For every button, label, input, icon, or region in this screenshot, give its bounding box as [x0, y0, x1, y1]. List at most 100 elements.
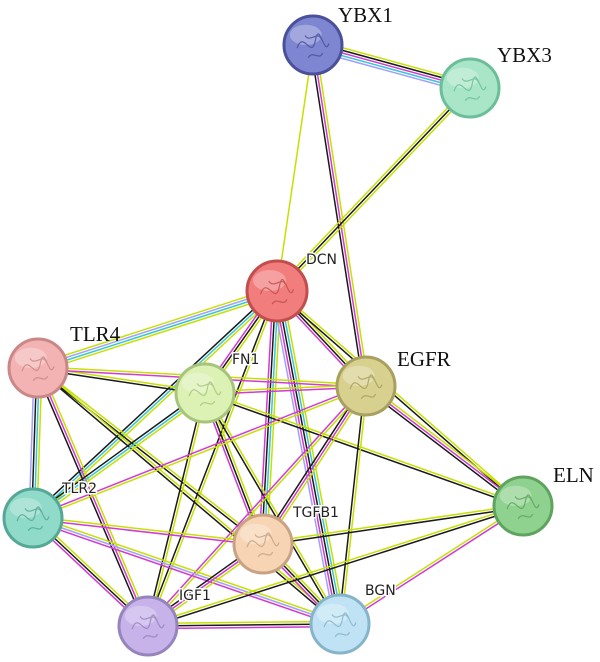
- edge-line-experiments: [312, 44, 367, 387]
- node-label-tgfb1: TGFB1: [292, 505, 339, 521]
- node-circle[interactable]: [232, 513, 294, 575]
- node-tlr4[interactable]: [7, 337, 69, 399]
- edge-line-coexpression: [276, 87, 471, 292]
- edge-line-textmining: [264, 386, 369, 547]
- edge-fn1-igf1: [145, 391, 208, 628]
- node-circle[interactable]: [282, 14, 344, 76]
- edge-line-coexpression: [203, 393, 524, 508]
- node-igf1[interactable]: [117, 595, 179, 657]
- edge-line-coexpression: [145, 391, 205, 627]
- node-label-ybx3: YBX3: [497, 43, 552, 67]
- edge-line-textmining: [340, 385, 369, 625]
- edge-line-databases: [278, 289, 344, 625]
- node-highlight: [342, 365, 375, 386]
- edge-line-textmining: [314, 43, 370, 387]
- node-layer: [2, 14, 554, 657]
- edge-line-textmining: [38, 293, 279, 373]
- edge-line-textmining: [33, 514, 342, 623]
- node-label-fn1: FN1: [232, 352, 259, 368]
- edge-line-textmining: [366, 383, 526, 505]
- node-dcn[interactable]: [245, 259, 309, 323]
- node-eln[interactable]: [492, 475, 554, 537]
- node-ybx3[interactable]: [439, 57, 501, 119]
- edge-line-experiments: [31, 519, 340, 628]
- edge-fn1-eln: [203, 391, 525, 508]
- edge-line-textmining: [274, 85, 469, 290]
- node-circle[interactable]: [117, 595, 179, 657]
- edge-line-textmining: [276, 44, 314, 292]
- protein-structure-icon: [349, 374, 383, 400]
- node-circle[interactable]: [335, 355, 397, 417]
- edge-egfr-eln: [363, 383, 526, 509]
- edge-line-databases: [32, 290, 278, 519]
- edge-fn1-tlr2: [30, 390, 208, 521]
- protein-structure-icon: [506, 494, 540, 520]
- edge-line-experiments: [365, 385, 524, 507]
- edge-line-textmining: [277, 289, 525, 506]
- edge-line-coexpression: [260, 383, 365, 544]
- edge-dcn-tlr4: [36, 286, 279, 373]
- edge-line-textmining: [32, 386, 368, 520]
- edge-line-experiments: [31, 384, 367, 518]
- node-highlight: [316, 603, 349, 624]
- node-bgn[interactable]: [309, 593, 371, 655]
- edge-line-coexpression: [147, 623, 341, 627]
- edge-line-homology: [32, 517, 341, 625]
- node-highlight: [181, 372, 214, 393]
- edge-line-experiments: [32, 518, 264, 547]
- edge-line-coexpression: [30, 288, 276, 517]
- edge-tlr2-bgn: [31, 514, 342, 628]
- edge-bgn-eln: [338, 504, 525, 626]
- edge-line-coexpression: [34, 368, 147, 628]
- node-circle[interactable]: [2, 487, 64, 549]
- edge-line-experiments: [258, 290, 274, 545]
- edge-line-textmining: [38, 366, 265, 544]
- node-highlight: [9, 497, 42, 518]
- node-label-egfr: EGFR: [397, 347, 451, 371]
- edge-line-textmining: [205, 391, 342, 625]
- node-highlight: [14, 347, 47, 368]
- edge-line-coexpression: [30, 390, 205, 517]
- node-label-bgn: BGN: [365, 583, 396, 599]
- protein-structure-icon: [323, 612, 357, 638]
- node-circle[interactable]: [7, 337, 69, 399]
- edge-line-textmining: [266, 290, 282, 545]
- node-label-tlr2: TLR2: [61, 481, 97, 497]
- edge-line-experiments: [262, 385, 367, 545]
- node-ybx1[interactable]: [282, 14, 344, 76]
- edge-ybx1-egfr: [309, 43, 370, 388]
- edge-line-textmining: [33, 394, 208, 521]
- node-egfr[interactable]: [335, 355, 397, 417]
- edge-line-coexpression: [203, 392, 340, 626]
- node-circle[interactable]: [174, 362, 236, 424]
- edge-dcn-tlr2: [30, 288, 280, 521]
- edge-line-experiments: [146, 384, 366, 626]
- edge-egfr-bgn: [337, 385, 369, 625]
- edge-line-textmining: [338, 504, 524, 624]
- node-label-igf1: IGF1: [179, 588, 211, 604]
- edge-line-homology: [36, 289, 278, 368]
- edge-line-coexpression: [147, 506, 525, 628]
- node-circle[interactable]: [309, 593, 371, 655]
- protein-structure-icon: [259, 278, 295, 305]
- node-circle[interactable]: [245, 259, 309, 323]
- edge-fn1-bgn: [203, 391, 342, 626]
- edge-ybx3-dcn: [274, 85, 473, 294]
- edge-line-databases: [32, 392, 206, 519]
- node-highlight: [253, 270, 286, 291]
- node-circle[interactable]: [492, 475, 554, 537]
- node-tgfb1[interactable]: [232, 513, 294, 575]
- edge-line-textmining: [148, 386, 368, 628]
- edge-line-experiments: [37, 367, 149, 627]
- edge-tgfb1-eln: [262, 503, 524, 547]
- edge-line-experiments: [273, 290, 339, 626]
- edge-line-textmining: [147, 620, 341, 625]
- protein-structure-icon: [16, 506, 50, 532]
- node-label-eln: ELN: [553, 463, 594, 487]
- node-fn1[interactable]: [174, 362, 236, 424]
- node-highlight: [124, 605, 157, 626]
- edge-line-textmining: [146, 504, 524, 626]
- node-tlr2[interactable]: [2, 487, 64, 549]
- node-circle[interactable]: [439, 57, 501, 119]
- edge-igf1-eln: [146, 504, 525, 628]
